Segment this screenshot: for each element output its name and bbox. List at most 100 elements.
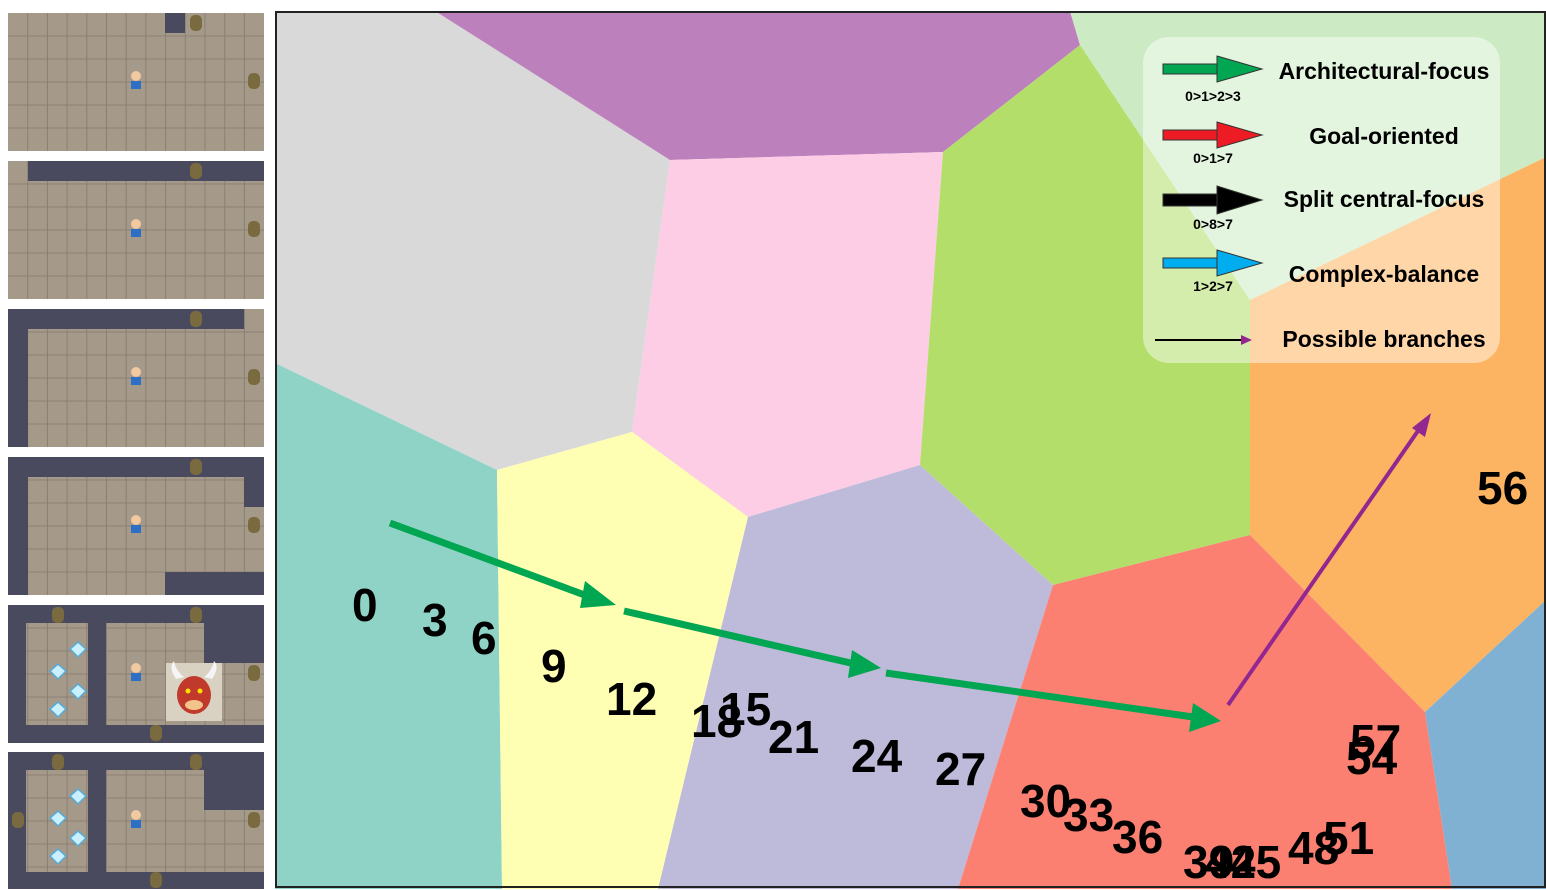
step-number: 0 (352, 579, 378, 631)
step-number: 45 (1230, 836, 1281, 888)
legend-sub: 0>1>7 (1193, 150, 1233, 166)
green-arrow-icon (1162, 55, 1264, 83)
door-icon (150, 725, 162, 741)
level-grid (8, 13, 264, 151)
path-arrowhead (848, 650, 881, 678)
wall-row (8, 457, 264, 477)
level-grid (8, 752, 264, 889)
possible-branch-arrow (1226, 413, 1431, 707)
legend-title: Architectural-focus (1279, 58, 1490, 84)
player-icon (131, 367, 141, 385)
diamond-icon (48, 701, 68, 719)
diamond-icon (68, 788, 88, 806)
step-number: 18 (691, 695, 742, 747)
door-icon (52, 607, 64, 623)
wall-row (8, 605, 264, 623)
branch-arrowhead (1412, 413, 1431, 437)
door-icon (190, 15, 202, 31)
path-arrow-segment (388, 519, 592, 601)
legend-title: Complex-balance (1289, 261, 1479, 287)
legend: Architectural-focus 0>1>2>3 Goal-oriente… (1143, 37, 1500, 363)
diamond-icon (68, 830, 88, 848)
wall-block (204, 770, 264, 810)
door-icon (52, 754, 64, 770)
region-teal (275, 363, 502, 889)
door-icon (190, 607, 202, 623)
diamond-icon (48, 810, 68, 828)
door-icon (190, 311, 202, 327)
step-number: 36 (1112, 811, 1163, 863)
tile-grid (8, 161, 264, 299)
level-thumbnail (8, 752, 264, 890)
step-number: 39 (1183, 836, 1234, 888)
player-icon (131, 71, 141, 89)
path-arrow-segment (623, 607, 856, 668)
step-number: 54 (1346, 732, 1398, 784)
level-thumbnail (8, 13, 264, 151)
legend-item-possible-branches: Possible branches (1155, 326, 1486, 352)
region-lavender (658, 465, 1053, 889)
path-arrowhead (580, 581, 616, 608)
level-thumbnails (0, 0, 270, 889)
door-icon (248, 221, 260, 237)
player-icon (131, 810, 141, 828)
door-icon (248, 812, 260, 828)
region-yellow (497, 432, 748, 889)
level-grid (8, 309, 264, 447)
step-number: 30 (1020, 775, 1071, 827)
architectural-focus-path (388, 519, 1221, 732)
region-purple (435, 11, 1080, 160)
map-frame (275, 11, 1546, 888)
step-number: 56 (1477, 462, 1528, 514)
player-icon (131, 219, 141, 237)
step-number: 6 (471, 612, 497, 664)
legend-item-complex-balance: Complex-balance 1>2>7 (1162, 249, 1479, 294)
door-icon (248, 517, 260, 533)
door-icon (190, 459, 202, 475)
wall-column (88, 605, 106, 743)
door-icon (150, 872, 162, 888)
wall-row (165, 572, 264, 595)
step-number: 9 (541, 640, 567, 692)
legend-title: Split central-focus (1284, 186, 1485, 212)
legend-item-split-central-focus: Split central-focus 0>8>7 (1162, 185, 1485, 232)
wall-block (204, 623, 264, 663)
step-number: 33 (1063, 789, 1114, 841)
thin-arrow-icon (1155, 335, 1252, 345)
region-green (920, 45, 1250, 585)
legend-title: Possible branches (1282, 326, 1485, 352)
voronoi-svg: 0 3 6 9 12 15 18 21 24 27 30 33 36 39 42… (275, 11, 1546, 889)
player-icon (131, 515, 141, 533)
level-grid (8, 457, 264, 595)
level-thumbnail (8, 605, 264, 743)
wall-column (8, 309, 28, 447)
legend-sub: 0>8>7 (1193, 216, 1233, 232)
door-icon (190, 163, 202, 179)
level-thumbnail (8, 457, 264, 595)
black-arrow-icon (1162, 185, 1264, 215)
legend-sub: 0>1>2>3 (1185, 88, 1241, 104)
legend-sub: 1>2>7 (1193, 278, 1233, 294)
region-blue (1425, 600, 1546, 889)
step-number: 57 (1350, 715, 1401, 767)
diamond-icon (48, 663, 68, 681)
door-icon (248, 665, 260, 681)
diamond-icon (68, 683, 88, 701)
step-number: 21 (768, 711, 819, 763)
step-number: 3 (422, 594, 448, 646)
wall-row (8, 725, 264, 743)
minotaur-icon (166, 661, 222, 721)
door-icon (248, 73, 260, 89)
path-arrowhead (1189, 703, 1221, 732)
legend-item-goal-oriented: Goal-oriented 0>1>7 (1162, 121, 1459, 166)
diamond-icon (68, 641, 88, 659)
step-number: 42 (1205, 836, 1256, 888)
wall-block (165, 13, 185, 33)
level-thumbnail (8, 309, 264, 447)
step-number: 12 (606, 673, 657, 725)
level-grid (8, 605, 264, 743)
door-icon (248, 369, 260, 385)
door-icon (12, 812, 24, 828)
wall-column (88, 752, 106, 889)
wall-row (8, 309, 244, 329)
